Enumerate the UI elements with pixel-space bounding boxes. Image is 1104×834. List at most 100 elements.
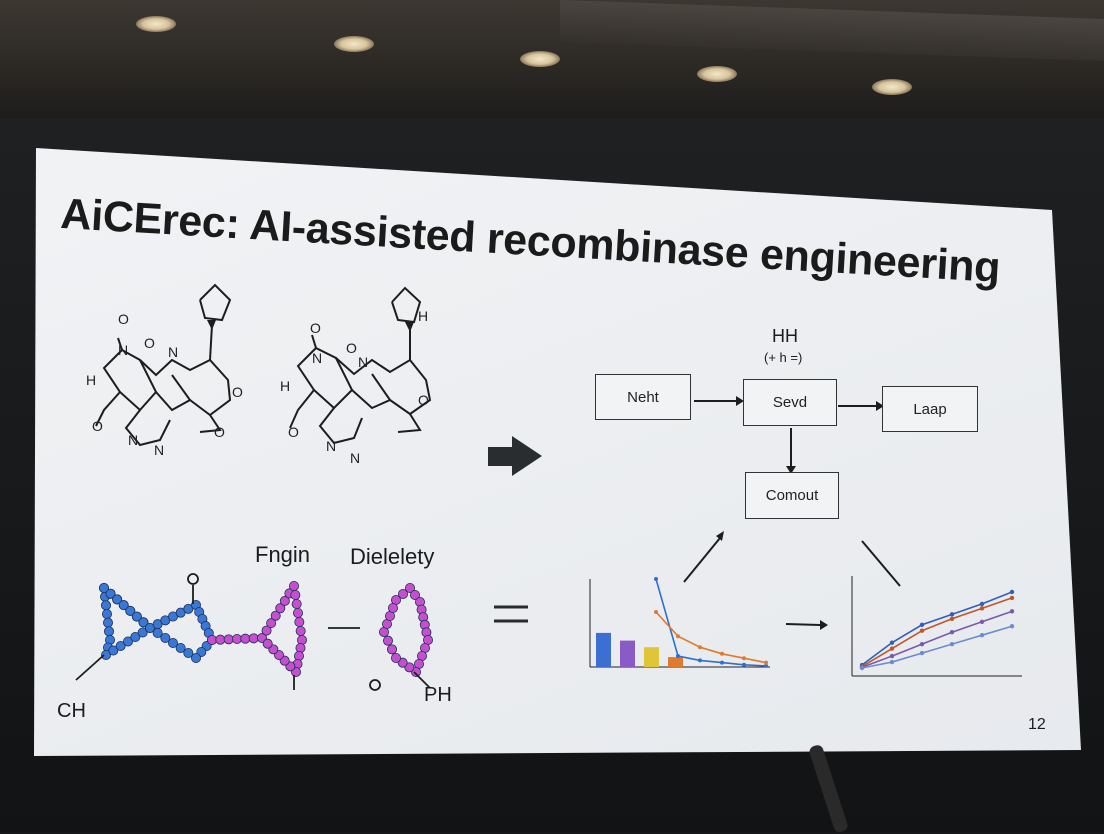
residue-blue (160, 633, 171, 644)
atom-label: N (168, 344, 179, 360)
slide-page-number: 12 (1028, 716, 1046, 733)
atom-label: O (92, 418, 103, 434)
data-point (949, 612, 955, 617)
residue-purple (295, 626, 306, 637)
residue-purple (390, 653, 401, 664)
residue-purple (292, 608, 303, 619)
series-line (861, 591, 1013, 666)
flowchart-box-output: Comout (745, 472, 839, 519)
atom-label: O (288, 424, 299, 440)
residue-blue (99, 583, 110, 594)
residue-purple (294, 617, 305, 628)
ceiling-light (136, 16, 176, 32)
residue-blue (108, 645, 119, 656)
residue-blue (167, 638, 178, 649)
residue-purple (248, 633, 259, 644)
residue-blue (101, 650, 112, 661)
atom-label: N (154, 442, 165, 458)
residue-blue (123, 636, 134, 647)
bar (644, 647, 659, 667)
data-point (979, 606, 985, 611)
data-point (859, 665, 865, 671)
atom-label: N (118, 342, 129, 358)
residue-blue (152, 628, 163, 639)
atom-label: O (118, 311, 129, 327)
residue-purple (397, 589, 408, 600)
residue-blue (118, 600, 129, 611)
flowchart-header: HH (772, 326, 798, 346)
data-point (979, 633, 985, 638)
data-point (654, 610, 658, 614)
atom-label: O (232, 384, 243, 400)
data-point (698, 645, 702, 650)
data-point (919, 622, 925, 627)
right-arrow-icon (488, 436, 542, 476)
data-point (654, 577, 658, 581)
wedge-bond (207, 320, 216, 330)
data-point (720, 660, 724, 665)
data-point (676, 654, 680, 658)
residue-purple (279, 595, 290, 606)
data-point (1009, 624, 1015, 629)
residue-blue (175, 643, 186, 654)
atom-label: N (312, 350, 323, 366)
series-line (861, 597, 1013, 668)
atom-label: H (86, 372, 97, 388)
data-point (742, 656, 746, 661)
flowchart-box-next: Neht (595, 374, 691, 420)
residue-blue (104, 626, 115, 637)
protein-chain-blue (99, 583, 217, 664)
residue-blue (102, 609, 113, 620)
data-point (720, 651, 724, 656)
residue-purple (231, 634, 242, 645)
data-point (1009, 589, 1015, 595)
protein-label-right: Dielelety (350, 544, 435, 569)
data-point (764, 660, 768, 665)
residue-purple (288, 581, 299, 592)
series-line (655, 578, 767, 667)
residue-blue (105, 588, 116, 599)
protein-label-left: Fngin (255, 542, 311, 567)
residue-blue (115, 641, 126, 652)
atom-label: N (358, 354, 369, 370)
molecule-left (95, 283, 232, 447)
series-line (861, 625, 1013, 669)
atom-label: N (128, 432, 139, 448)
residue-blue (103, 617, 114, 628)
protein-chain-purple (206, 581, 433, 678)
residue-blue (183, 648, 194, 659)
residue-purple (215, 634, 226, 645)
data-point (949, 641, 955, 647)
data-point (919, 650, 925, 656)
data-point (949, 630, 955, 635)
protein-terminal-ch: CH (57, 700, 86, 722)
residue-blue (138, 617, 149, 628)
mini-chart-lines (851, 576, 1022, 677)
data-point (919, 641, 925, 647)
residue-blue (112, 594, 123, 605)
atom-label: O (214, 424, 225, 440)
chain-links (75, 573, 431, 691)
residue-purple (261, 625, 272, 636)
residue-purple (270, 610, 281, 621)
residue-blue (130, 632, 141, 643)
wedge-bond (405, 322, 414, 332)
flowchart-subheader: (+ h =) (764, 350, 803, 365)
flowchart-connectors (683, 400, 901, 626)
residue-purple (295, 643, 306, 654)
bar (596, 632, 611, 667)
data-point (889, 653, 895, 659)
atom-label: O (144, 335, 155, 351)
residue-blue (101, 600, 112, 611)
ceiling-light (334, 36, 374, 52)
bar (620, 640, 635, 667)
atom-label: H (418, 308, 429, 324)
protein-terminal-ph: PH (424, 684, 452, 706)
arrow-heads (716, 396, 884, 630)
residue-blue (125, 605, 136, 616)
atom-label: N (350, 450, 361, 466)
bar (668, 657, 683, 667)
data-point (889, 659, 895, 665)
series-line (655, 611, 767, 664)
